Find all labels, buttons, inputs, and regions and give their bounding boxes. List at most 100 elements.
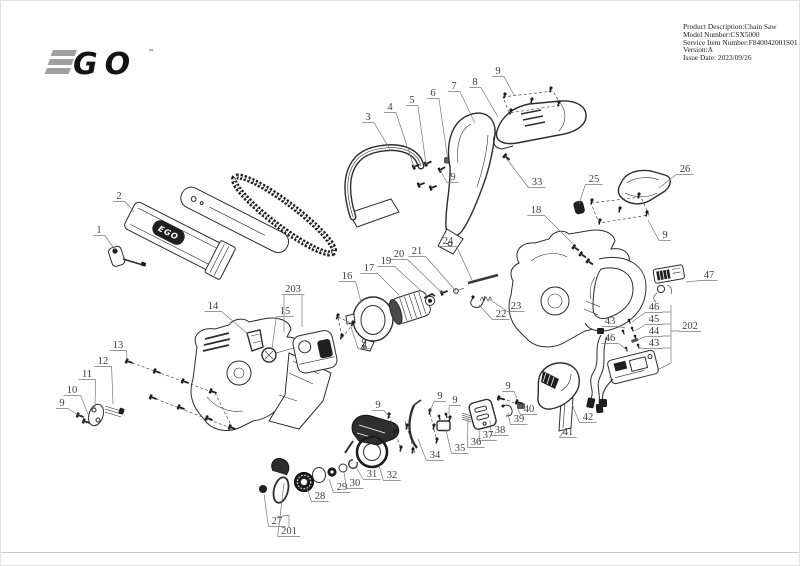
part-label-24: 24	[443, 236, 454, 247]
leader-line	[384, 112, 415, 168]
part-side-cover-42	[537, 362, 580, 410]
leader-line	[507, 412, 528, 425]
part-hand-guard	[437, 112, 496, 255]
part-label-46: 46	[605, 333, 616, 344]
part-label-44: 44	[649, 326, 660, 337]
part-oiler-assembly-10-12	[75, 403, 125, 427]
product-description: Product Description:Chain Saw	[683, 22, 777, 31]
part-switch-board-202	[599, 349, 659, 407]
ego-logo: GO ™	[44, 47, 154, 82]
part-label-41: 41	[563, 427, 574, 438]
leader-line	[338, 281, 362, 303]
leader-line	[571, 403, 597, 423]
part-label-13: 13	[113, 340, 124, 351]
part-switch-47	[652, 264, 685, 303]
part-label-10: 10	[67, 385, 78, 396]
leader-line	[417, 438, 444, 461]
leader-line	[658, 174, 694, 189]
leader-line	[467, 418, 485, 448]
leader-line	[469, 87, 499, 118]
top-screw-group	[502, 86, 562, 115]
part-label-31: 31	[367, 469, 378, 480]
footer-divider	[1, 552, 799, 553]
part-label-43: 43	[605, 316, 616, 327]
part-label-201: 201	[281, 526, 297, 537]
part-label-20: 20	[394, 249, 405, 260]
part-strip-41	[558, 397, 574, 432]
part-label-26: 26	[680, 164, 691, 175]
part-bracket-14	[246, 329, 264, 352]
part-label-34: 34	[430, 450, 441, 461]
leader-line	[488, 298, 525, 312]
leader-line	[56, 408, 79, 416]
part-label-1: 1	[96, 225, 101, 236]
part-label-9: 9	[505, 381, 510, 392]
part-block-35	[436, 412, 451, 432]
leader-line	[378, 464, 401, 481]
leader-line	[527, 215, 575, 246]
part-label-5: 5	[409, 95, 414, 106]
leader-line	[406, 105, 427, 165]
leader-line	[63, 395, 89, 415]
leader-line	[372, 410, 391, 418]
part-rod-24	[467, 273, 499, 285]
leader-line	[377, 266, 428, 297]
leader-line	[113, 201, 135, 213]
part-label-9: 9	[662, 230, 667, 241]
bracket-201	[276, 514, 290, 528]
leader-line	[78, 379, 96, 409]
part-label-16: 16	[342, 271, 353, 282]
leader-line	[427, 98, 449, 162]
part-cover-26	[617, 169, 671, 205]
leader-line	[502, 391, 518, 399]
part-label-18: 18	[531, 205, 542, 216]
leader-line	[478, 304, 510, 320]
part-label-202: 202	[682, 321, 698, 332]
part-label-39: 39	[514, 414, 525, 425]
part-brake-assembly-32	[344, 414, 400, 469]
leader-line	[204, 311, 249, 335]
leader-line	[263, 493, 286, 527]
part-guide-bar	[180, 186, 290, 254]
part-top-cover	[493, 100, 587, 150]
part-label-32: 32	[387, 470, 398, 481]
leader-line	[408, 256, 457, 292]
part-label-9: 9	[452, 395, 457, 406]
screw-pattern-13	[124, 358, 237, 432]
bracket-203	[283, 295, 303, 332]
leader-line	[445, 429, 469, 454]
logo-text: GO	[73, 47, 137, 82]
part-front-handle	[344, 144, 425, 228]
part-plate-37-38	[468, 398, 497, 430]
part-motor-17	[389, 290, 436, 325]
leader-line	[355, 466, 381, 480]
part-oil-pump-bits	[423, 287, 465, 299]
leader-line	[271, 316, 294, 350]
part-label-9: 9	[361, 338, 366, 349]
part-label-28: 28	[315, 491, 326, 502]
leader-line	[634, 324, 663, 332]
leader-line	[448, 91, 476, 124]
part-label-21: 21	[412, 246, 423, 257]
part-spring-23	[479, 296, 493, 302]
leader-line	[505, 157, 546, 188]
part-saw-chain	[230, 173, 338, 257]
leader-line	[448, 405, 461, 416]
part-label-23: 23	[511, 301, 522, 312]
part-grommet-25	[573, 200, 585, 215]
part-label-7: 7	[451, 81, 456, 92]
part-spring-36	[461, 412, 472, 423]
leader-line	[328, 478, 351, 493]
leader-line	[601, 343, 628, 351]
part-label-9: 9	[450, 172, 455, 183]
part-label-47: 47	[704, 270, 715, 281]
leader-line	[578, 184, 603, 205]
leader-line	[685, 280, 718, 283]
part-label-9: 9	[437, 391, 442, 402]
part-label-4: 4	[387, 102, 393, 113]
part-label-3: 3	[365, 112, 370, 123]
part-label-203: 203	[285, 284, 301, 295]
part-label-8: 8	[472, 77, 477, 88]
